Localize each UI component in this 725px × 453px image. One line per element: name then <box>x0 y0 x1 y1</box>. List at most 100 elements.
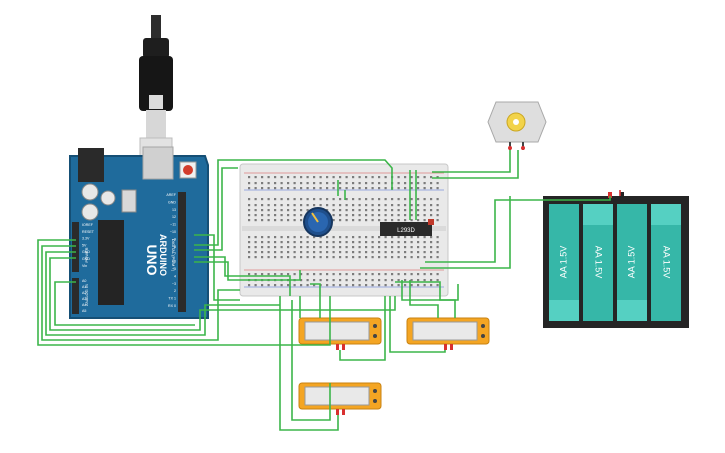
breadboard-hole[interactable] <box>313 246 316 249</box>
breadboard-hole[interactable] <box>300 198 303 201</box>
breadboard-hole[interactable] <box>371 273 374 276</box>
breadboard-hole[interactable] <box>397 273 400 276</box>
breadboard-hole[interactable] <box>417 209 420 212</box>
breadboard-hole[interactable] <box>345 279 348 282</box>
breadboard-hole[interactable] <box>384 251 387 254</box>
breadboard-hole[interactable] <box>430 209 433 212</box>
breadboard-hole[interactable] <box>430 251 433 254</box>
breadboard-hole[interactable] <box>339 284 342 287</box>
breadboard-hole[interactable] <box>300 187 303 190</box>
breadboard-hole[interactable] <box>248 241 251 244</box>
breadboard-hole[interactable] <box>423 256 426 259</box>
breadboard-hole[interactable] <box>287 273 290 276</box>
breadboard-hole[interactable] <box>254 209 257 212</box>
breadboard-hole[interactable] <box>410 273 413 276</box>
breadboard-hole[interactable] <box>358 284 361 287</box>
breadboard-hole[interactable] <box>345 246 348 249</box>
breadboard-hole[interactable] <box>319 187 322 190</box>
breadboard-hole[interactable] <box>365 182 368 185</box>
breadboard-hole[interactable] <box>274 251 277 254</box>
breadboard-hole[interactable] <box>306 246 309 249</box>
breadboard-hole[interactable] <box>261 273 264 276</box>
breadboard-hole[interactable] <box>410 279 413 282</box>
breadboard-hole[interactable] <box>417 241 420 244</box>
breadboard-hole[interactable] <box>391 204 394 207</box>
breadboard-hole[interactable] <box>352 182 355 185</box>
breadboard-hole[interactable] <box>352 236 355 239</box>
breadboard-hole[interactable] <box>274 187 277 190</box>
breadboard-hole[interactable] <box>280 273 283 276</box>
breadboard-hole[interactable] <box>436 176 439 179</box>
breadboard-hole[interactable] <box>267 198 270 201</box>
breadboard-hole[interactable] <box>332 279 335 282</box>
breadboard-hole[interactable] <box>300 219 303 222</box>
breadboard-hole[interactable] <box>248 182 251 185</box>
breadboard-hole[interactable] <box>371 279 374 282</box>
breadboard-hole[interactable] <box>313 279 316 282</box>
breadboard-hole[interactable] <box>280 182 283 185</box>
breadboard-hole[interactable] <box>365 187 368 190</box>
breadboard-hole[interactable] <box>397 279 400 282</box>
breadboard-hole[interactable] <box>378 246 381 249</box>
breadboard-hole[interactable] <box>345 251 348 254</box>
breadboard-hole[interactable] <box>410 198 413 201</box>
breadboard-hole[interactable] <box>339 273 342 276</box>
breadboard-hole[interactable] <box>436 236 439 239</box>
breadboard-hole[interactable] <box>384 246 387 249</box>
breadboard-hole[interactable] <box>261 241 264 244</box>
breadboard-hole[interactable] <box>345 214 348 217</box>
breadboard-hole[interactable] <box>306 187 309 190</box>
breadboard-hole[interactable] <box>332 182 335 185</box>
breadboard-hole[interactable] <box>384 187 387 190</box>
breadboard-hole[interactable] <box>358 236 361 239</box>
breadboard-hole[interactable] <box>326 241 329 244</box>
breadboard-hole[interactable] <box>254 284 257 287</box>
breadboard-hole[interactable] <box>371 182 374 185</box>
breadboard-hole[interactable] <box>326 187 329 190</box>
breadboard-hole[interactable] <box>248 198 251 201</box>
breadboard-hole[interactable] <box>365 214 368 217</box>
breadboard-hole[interactable] <box>397 284 400 287</box>
breadboard-hole[interactable] <box>261 214 264 217</box>
breadboard-hole[interactable] <box>378 176 381 179</box>
breadboard-hole[interactable] <box>313 284 316 287</box>
breadboard-hole[interactable] <box>410 187 413 190</box>
breadboard-hole[interactable] <box>436 241 439 244</box>
breadboard-hole[interactable] <box>352 284 355 287</box>
breadboard-hole[interactable] <box>397 219 400 222</box>
breadboard-hole[interactable] <box>404 279 407 282</box>
breadboard-hole[interactable] <box>358 204 361 207</box>
breadboard-hole[interactable] <box>397 246 400 249</box>
breadboard-hole[interactable] <box>332 251 335 254</box>
breadboard-hole[interactable] <box>326 279 329 282</box>
breadboard-hole[interactable] <box>254 219 257 222</box>
breadboard-hole[interactable] <box>404 209 407 212</box>
breadboard-hole[interactable] <box>397 236 400 239</box>
breadboard-hole[interactable] <box>436 198 439 201</box>
breadboard-hole[interactable] <box>423 219 426 222</box>
breadboard-hole[interactable] <box>306 279 309 282</box>
breadboard-hole[interactable] <box>384 279 387 282</box>
breadboard-hole[interactable] <box>248 256 251 259</box>
breadboard-hole[interactable] <box>313 198 316 201</box>
breadboard-hole[interactable] <box>352 209 355 212</box>
breadboard-hole[interactable] <box>287 214 290 217</box>
breadboard-hole[interactable] <box>280 214 283 217</box>
breadboard-hole[interactable] <box>300 204 303 207</box>
breadboard-hole[interactable] <box>248 246 251 249</box>
breadboard-hole[interactable] <box>287 204 290 207</box>
breadboard-hole[interactable] <box>352 241 355 244</box>
breadboard-hole[interactable] <box>274 241 277 244</box>
breadboard-hole[interactable] <box>300 279 303 282</box>
breadboard-hole[interactable] <box>287 209 290 212</box>
breadboard-hole[interactable] <box>378 284 381 287</box>
breadboard-hole[interactable] <box>300 182 303 185</box>
breadboard-hole[interactable] <box>287 182 290 185</box>
breadboard-hole[interactable] <box>436 284 439 287</box>
breadboard-hole[interactable] <box>410 236 413 239</box>
breadboard-hole[interactable] <box>410 204 413 207</box>
breadboard[interactable] <box>239 163 449 297</box>
breadboard-hole[interactable] <box>436 251 439 254</box>
breadboard-hole[interactable] <box>410 241 413 244</box>
breadboard-hole[interactable] <box>365 273 368 276</box>
